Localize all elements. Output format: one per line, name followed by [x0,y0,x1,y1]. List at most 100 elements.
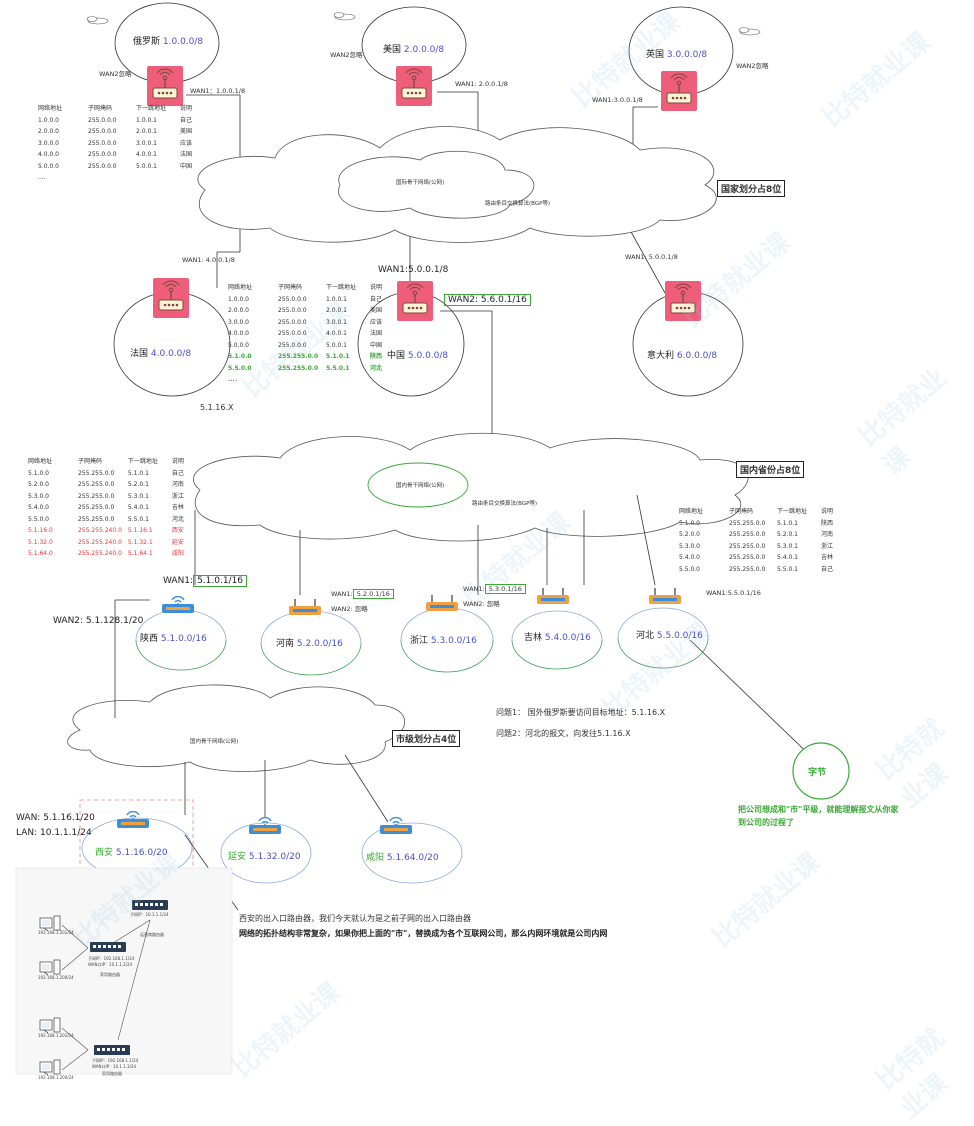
table-cell: 2.0.0.1 [136,128,157,135]
table-cell: 255.0.0.0 [278,330,307,337]
table-cell: 255.255.0.0 [278,364,319,372]
russia-router [146,65,184,107]
table-cell: 美国 [180,128,193,135]
explanation-line-1: 西安的出入口路由器，我们今天就认为是之前子网的出入口路由器 [239,914,471,923]
byte-company-circle [792,742,850,800]
hebei-wan1: WAN1:5.5.0.1/16 [706,589,761,597]
table-cell: 5.5.0.0 [228,364,252,372]
zhejiang-label: 浙江 5.3.0.0/16 [410,636,477,646]
table-cell: 河南 [821,531,834,538]
table-cell: 中国 [370,341,383,349]
table-cell: 咸阳 [171,550,184,557]
russia-label: 俄罗斯 1.0.0.0/8 [133,37,204,47]
usa-label: 美国 2.0.0.0/8 [383,45,445,55]
table-cell: 255.0.0.0 [88,151,117,158]
operator-switch [132,900,168,910]
table-cell: 5.1.64.0 [28,550,53,557]
city-backbone-cloud [67,684,405,772]
jilin-router [536,587,570,605]
pc-2-ip: 192.168.1.200/24 [38,975,74,980]
table-cell: 255.255.0.0 [729,531,766,538]
prov-cloud-title: 国内骨干网络(公网) [396,483,445,489]
table-cell: 3.0.0.1 [136,139,157,147]
france-wan1: WAN1: 4.0.0.1/8 [182,256,235,264]
provincial-backbone-cloud [193,432,749,542]
table-row: .... [38,172,198,184]
table-cell: 1.0.0.1 [136,116,157,124]
table-cell: 陕西 [821,519,834,527]
table-cell: 5.1.0.0 [228,353,252,360]
usa-router [395,65,433,107]
table-cell: 5.1.0.0 [28,469,49,477]
table-cell: 5.1.32.1 [127,538,153,546]
table-cell: 4.0.0.0 [228,330,249,337]
intl-cloud-algo: 路由条目交换算法(BGP等) [485,201,551,207]
table-cell: 255.255.0.0 [78,481,115,488]
table-cell: 5.3.0.0 [28,492,49,500]
table-cell: 5.1.0.1 [326,353,350,360]
table-cell: 5.3.0.0 [679,542,700,550]
table-cell: 延安 [171,538,184,546]
uk-wan1: WAN1:3.0.0.1/8 [592,96,643,104]
table-cell: 255.255.0.0 [78,515,115,523]
table-cell: 5.3.0.1 [127,492,149,500]
table-cell: 255.255.240.0 [78,527,122,534]
table-cell: 5.1.0.1 [777,519,798,527]
table-cell: 255.255.0.0 [729,565,766,573]
byte-label: 字节 [808,768,827,778]
intl-cloud-tag: 国家划分占8位 [717,180,786,197]
home-router-label: 家用路由器 [102,1071,122,1076]
zhejiang-wan1: WAN1:5.3.0.1/16 [463,584,526,594]
table-cell: 西安 [171,527,184,534]
table-cell: 5.0.0.0 [228,341,249,349]
question-1: 问题1： 国外俄罗斯要访问目标地址：5.1.16.X [496,708,666,717]
table-cell: 应该 [180,139,193,147]
hebei-label: 河北 5.5.0.0/16 [636,631,703,641]
table-cell: 255.255.0.0 [78,469,115,477]
table-cell: 5.0.0.1 [326,341,347,349]
france-label: 法国 4.0.0.0/8 [130,349,192,359]
xian-label: 西安 5.1.16.0/20 [95,848,168,858]
top-switch-label: 子网IP：10.1.1.1/24 [130,912,169,917]
table-cell: 河北 [171,515,184,523]
target-ip-label: 5.1.16.X [200,403,234,412]
table-cell: 5.1.0.1 [127,469,149,477]
italy-label: 意大利 6.0.0.0/8 [647,351,718,361]
table-cell: 浙江 [821,542,834,550]
table-cell: 2.0.0.1 [326,307,347,314]
henan-wan1: WAN1:5.2.0.1/16 [331,589,394,599]
table-header-row: 网络地址子网掩码下一跳地址说明 [228,284,383,291]
table-cell: 3.0.0.0 [38,139,59,147]
table-cell: 5.1.16.0 [28,527,53,534]
table-cell: 255.0.0.0 [278,295,307,303]
shaanxi-routing-table: 网络地址子网掩码下一跳地址说明 5.1.0.0 255.255.0.0 5.1.0.… [28,456,190,560]
table-header-row: 网络地址子网掩码下一跳地址说明 [28,458,184,465]
italy-router [664,280,702,322]
table-cell: 5.0.0.0 [38,162,59,170]
table-row: .... [228,374,388,386]
uk-router [660,70,698,112]
china-wan1: WAN1:5.0.0.1/8 [378,265,449,275]
question-2: 问题2：河北的报文，向发往5.1.16.X [496,729,631,738]
henan-router [288,598,322,616]
table-cell: 3.0.0.0 [228,318,249,326]
xian-router [116,810,150,829]
table-cell: 255.0.0.0 [88,116,117,124]
table-cell: 5.5.0.1 [127,515,149,523]
xian-lan: LAN: 10.1.1.1/24 [16,828,92,838]
table-cell [180,172,198,184]
table-cell: 自己 [821,565,834,573]
